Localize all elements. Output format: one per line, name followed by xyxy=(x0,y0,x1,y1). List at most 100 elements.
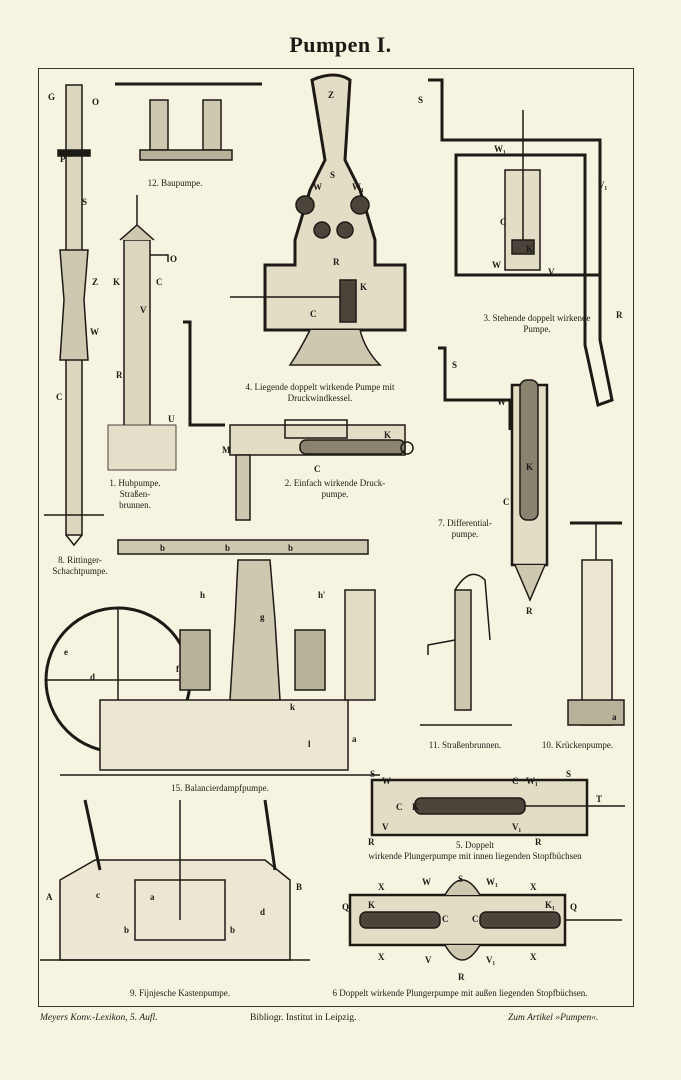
figure-11-street-fountain xyxy=(420,573,512,726)
label: R xyxy=(333,257,340,267)
label: X xyxy=(530,882,537,892)
caption-line: Druckwindkessel. xyxy=(287,393,353,403)
caption-figure-11: 11. Straßenbrunnen. xyxy=(428,740,502,750)
label: C xyxy=(442,914,449,924)
label: W xyxy=(90,327,99,337)
caption-line: Pumpe. xyxy=(523,324,551,334)
label: C xyxy=(512,776,519,786)
caption-figure-8: 8. Rittinger- Schachtpumpe. xyxy=(40,555,120,577)
label: R xyxy=(116,370,123,380)
figure-9-fijnje-box-pump: A c a b b d B xyxy=(40,799,310,961)
figure-7-differential-pump: S W K C R xyxy=(438,346,549,616)
label: b xyxy=(230,925,235,935)
caption-figure-9: 9. Fijnjesche Kastenpumpe. xyxy=(130,988,230,998)
caption-line: 8. Rittinger- xyxy=(58,555,102,565)
caption-line: wirkende Plungerpumpe mit innen liegende… xyxy=(368,851,582,861)
label: O xyxy=(170,254,177,264)
label: R xyxy=(616,310,623,320)
label: a xyxy=(150,892,155,902)
label: R xyxy=(368,837,375,847)
footer-publisher: Bibliogr. Institut in Leipzig. xyxy=(250,1013,357,1023)
label: d xyxy=(90,672,95,682)
figure-8-rittinger-pump: G O P S Z W C xyxy=(44,84,104,547)
label: X xyxy=(530,952,537,962)
label: W xyxy=(313,182,322,192)
label: W₁ xyxy=(526,776,538,786)
caption-line: 4. Liegende doppelt wirkende Pumpe mit xyxy=(245,382,395,392)
figure-10-crutch-pump: a xyxy=(567,521,625,726)
caption-figure-6: 6 Doppelt wirkende Plungerpumpe mit auße… xyxy=(332,988,588,998)
figure-12-construction-pump xyxy=(115,82,262,161)
label: C xyxy=(500,217,507,227)
label: V xyxy=(382,822,389,832)
label: P xyxy=(60,154,66,164)
plate-title: Pumpen I. xyxy=(289,32,392,57)
label: S xyxy=(82,197,87,207)
figure-15-beam-steam-pump: b b b h g h′ e d f k l a xyxy=(44,539,380,776)
label: X xyxy=(378,882,385,892)
figure-5-plunger-pump-inner-glands: S W C W₁ S T C K R V V₁ R xyxy=(368,769,625,847)
caption-figure-15: 15. Balancierdampfpumpe. xyxy=(171,783,269,793)
label: V xyxy=(548,267,555,277)
label: C₁ xyxy=(472,914,481,924)
figure-4-horizontal-double-acting-pump: Z W S W₁ R K C xyxy=(230,73,407,366)
figure-2-single-acting-force-pump: M K C xyxy=(183,320,414,521)
label: B xyxy=(296,882,302,892)
label: K xyxy=(368,900,375,910)
label: h′ xyxy=(318,590,326,600)
label: O xyxy=(92,97,99,107)
label: d xyxy=(260,907,265,917)
figure-1-lift-pump: O K C V R U xyxy=(107,195,177,471)
label: K xyxy=(526,462,533,472)
label: A xyxy=(46,892,53,902)
label: S xyxy=(458,874,463,884)
label: S xyxy=(370,769,375,779)
caption-figure-12: 12. Baupumpe. xyxy=(147,178,203,188)
caption-figure-10: 10. Krückenpumpe. xyxy=(541,740,614,750)
label: e xyxy=(64,647,68,657)
label: W xyxy=(492,260,501,270)
label: Z xyxy=(328,90,334,100)
caption-line: pumpe. xyxy=(321,489,349,499)
label: W₁ xyxy=(494,144,506,154)
label: C xyxy=(310,309,317,319)
label: b xyxy=(124,925,129,935)
caption-line: 1. Hubpumpe. xyxy=(109,478,161,488)
label: a xyxy=(352,734,357,744)
caption-line: 2. Einfach wirkende Druck- xyxy=(284,478,386,488)
label: C xyxy=(503,497,510,507)
label: S xyxy=(566,769,571,779)
label: b xyxy=(160,543,165,553)
caption-line: 3. Stehende doppelt wirkende xyxy=(483,313,591,323)
caption-line: brunnen. xyxy=(119,500,151,510)
label: V xyxy=(425,955,432,965)
caption-figure-5: 5. Doppelt wirkende Plungerpumpe mit inn… xyxy=(320,840,630,862)
label: S xyxy=(330,170,335,180)
label: W xyxy=(422,877,431,887)
label: a xyxy=(612,712,617,722)
label: W xyxy=(382,776,391,786)
label: b xyxy=(288,543,293,553)
label: C xyxy=(156,277,163,287)
label: S xyxy=(452,360,457,370)
label: K xyxy=(384,430,391,440)
label: W₁ xyxy=(352,182,364,192)
label: R xyxy=(458,972,465,982)
label: V₁ xyxy=(486,955,495,965)
label: Q xyxy=(342,902,349,912)
label: W xyxy=(497,397,506,407)
label: K xyxy=(412,802,419,812)
label: K xyxy=(526,244,533,254)
caption-line: 7. Differential- xyxy=(438,518,492,528)
footer-publication: Meyers Konv.-Lexikon, 5. Aufl. xyxy=(40,1013,158,1023)
label: V xyxy=(140,305,147,315)
label: g xyxy=(260,612,265,622)
label: C xyxy=(56,392,63,402)
label: Z xyxy=(92,277,98,287)
label: k xyxy=(290,702,295,712)
label: X xyxy=(378,952,385,962)
label: V₁ xyxy=(512,822,521,832)
label: R xyxy=(535,837,542,847)
label: S xyxy=(418,95,423,105)
